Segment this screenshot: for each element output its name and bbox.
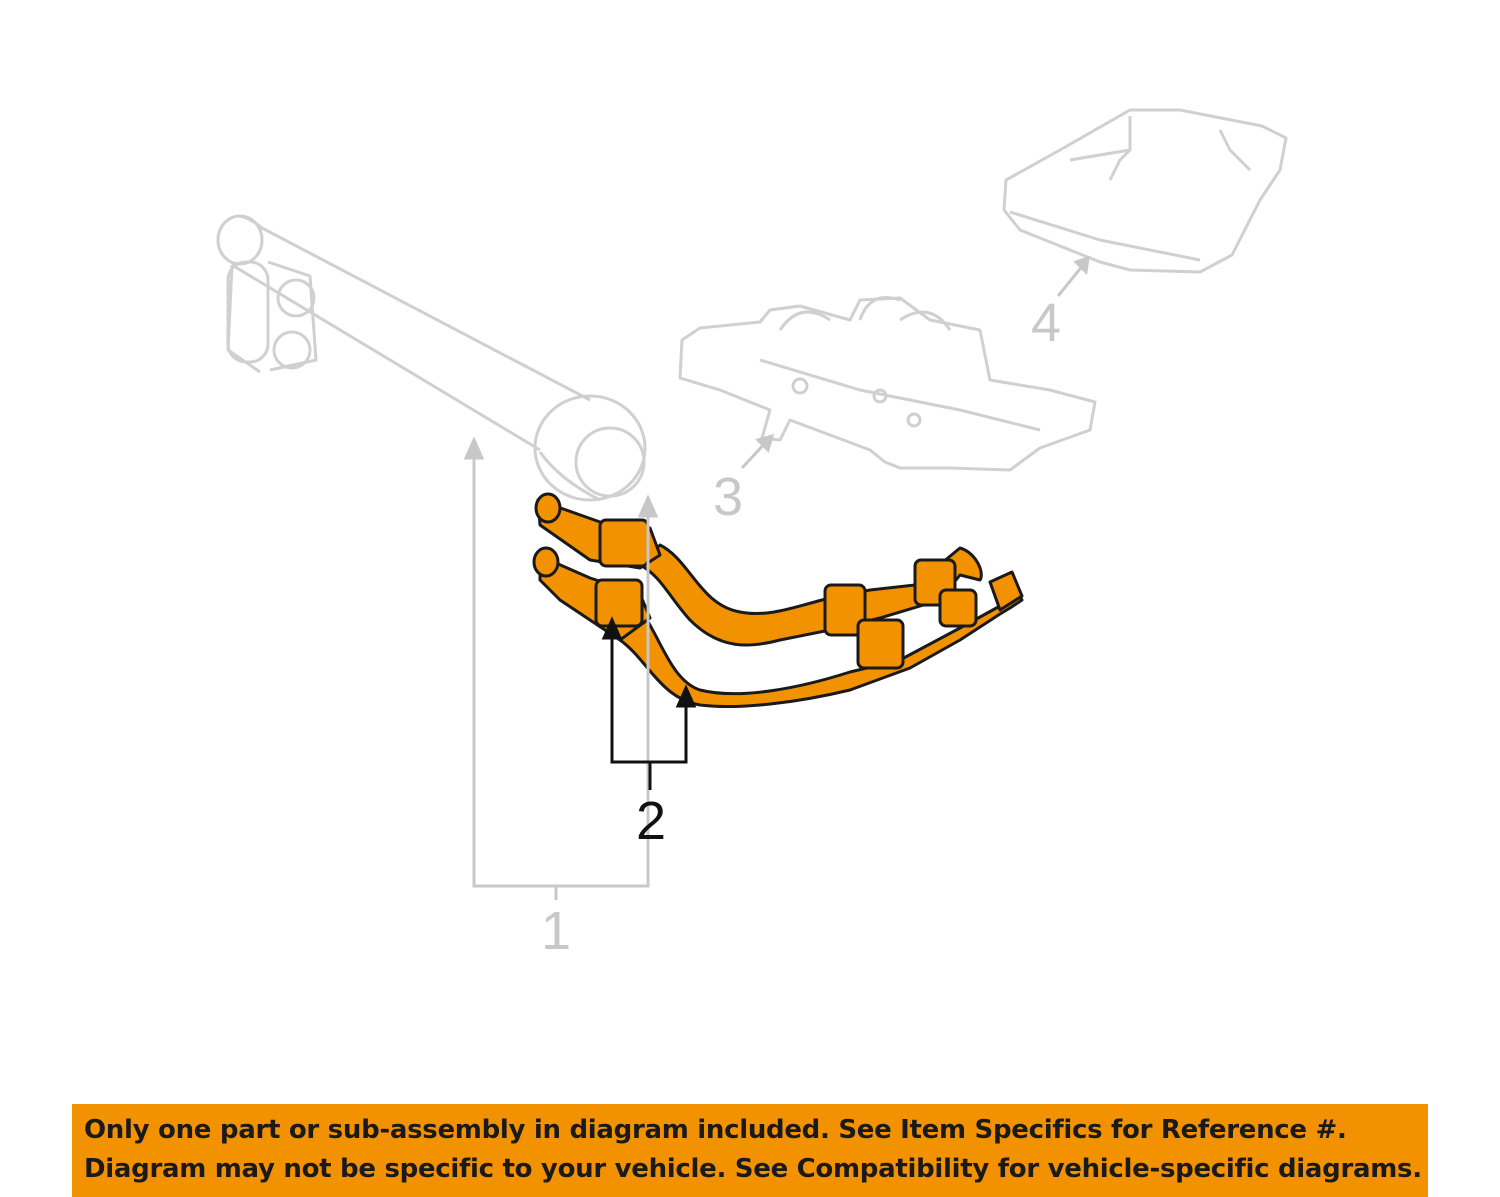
callout-2-label: 2: [635, 791, 667, 851]
part-1-oil-cooler: [216, 214, 647, 502]
notice-line-2: Diagram may not be specific to your vehi…: [84, 1154, 1422, 1184]
callout-2-leader: [601, 616, 697, 790]
callout-4-label: 4: [1030, 293, 1062, 353]
part-2-cooler-hoses: [532, 492, 1024, 708]
callout-4-leader: [1056, 255, 1090, 297]
part-4-cover: [1002, 108, 1288, 274]
notice-banner: Only one part or sub-assembly in diagram…: [72, 1104, 1428, 1197]
notice-line-1: Only one part or sub-assembly in diagram…: [84, 1115, 1347, 1145]
callout-3-leader: [740, 433, 775, 470]
callout-1-label: 1: [540, 901, 572, 961]
callout-3-label: 3: [712, 467, 744, 527]
callout-1-leader: [463, 436, 659, 900]
parts-diagram: [216, 108, 1288, 900]
